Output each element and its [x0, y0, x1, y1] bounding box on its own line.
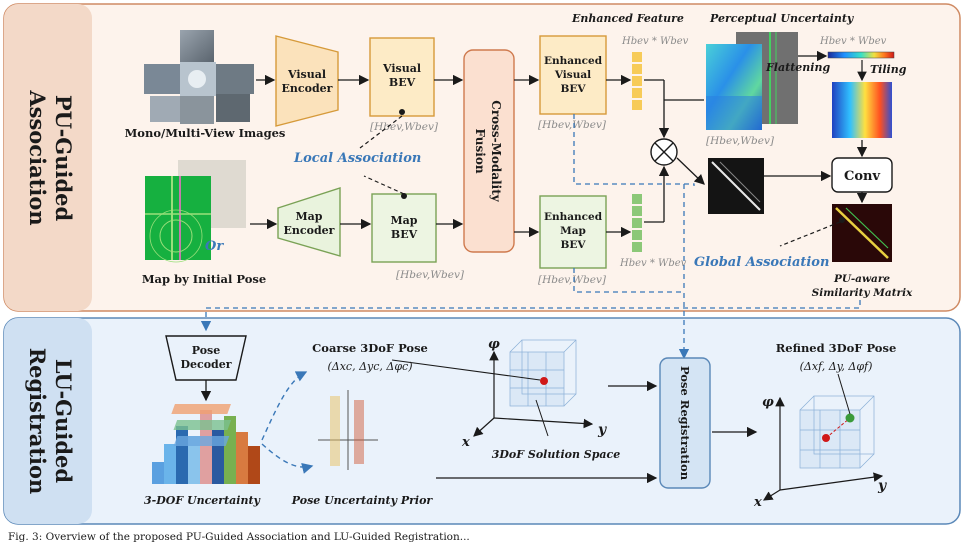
visual-encoder-label-1: Visual [287, 68, 326, 81]
solution-space-label: 3DoF Solution Space [492, 448, 621, 461]
initial-map [145, 160, 246, 263]
pose-decoder-block [165, 335, 247, 381]
map-encoder-label-1: Map [296, 210, 323, 223]
tiling-label: Tiling [870, 63, 907, 76]
lu-title-line2: Registration [25, 348, 50, 495]
enh-visual-dims: [Hbev,Wbev] [538, 119, 607, 131]
pose-decoder-label-1: Pose [192, 344, 221, 357]
images-label: Mono/Multi-View Images [125, 126, 286, 140]
visual-feature-dims: Hbev * Wbev [621, 36, 689, 47]
conv-label: Conv [844, 169, 880, 184]
enh-map-label-2: Map [560, 225, 586, 237]
or-label: Or [205, 239, 224, 254]
refined-coarse-point [822, 434, 830, 442]
pose-prior-illustration [171, 390, 378, 470]
pose-decoder-label-2: Decoder [180, 358, 231, 371]
enhanced-map-feature-vector [632, 194, 642, 252]
enhanced-map-bev-block [539, 195, 607, 269]
coarse-pose-label: Coarse 3DoF Pose [312, 341, 428, 355]
pu-section-title-band [4, 4, 92, 311]
map-encoder-label-2: Encoder [284, 224, 335, 237]
solution-space-cube [509, 339, 577, 407]
enh-visual-label-2: Visual [554, 69, 591, 81]
tiled-uncertainty-matrix [832, 82, 892, 138]
enhanced-visual-feature-vector [632, 52, 642, 110]
perceptual-uncertainty-label: Perceptual Uncertainty [709, 12, 855, 25]
cross-modality-fusion-block [463, 49, 515, 253]
map-feature-dims: Hbev * Wbev [619, 258, 687, 269]
pose-prior-label: Pose Uncertainty Prior [291, 494, 434, 507]
map-bev-label-1: Map [391, 214, 418, 227]
multi-view-images [144, 30, 254, 124]
solution-axis-phi: φ [488, 337, 500, 352]
solution-axis-y: y [597, 422, 607, 438]
figure-caption: Fig. 3: Overview of the proposed PU-Guid… [8, 531, 470, 543]
global-association-label: Global Association [694, 255, 829, 270]
enh-map-label-3: BEV [560, 239, 586, 251]
pose-registration-label: Pose Registration [678, 366, 692, 481]
enh-map-label-1: Enhanced [544, 211, 603, 223]
map-encoder-block [277, 187, 341, 257]
enh-visual-label-1: Enhanced [544, 55, 603, 67]
visual-encoder-block [275, 35, 339, 127]
uncertainty-3dof-label: 3-DOF Uncertainty [144, 494, 262, 507]
map-bev-label-2: BEV [391, 228, 418, 241]
coarse-pose-point [540, 377, 548, 385]
enh-map-dims: [Hbev,Wbev] [538, 274, 607, 286]
flattened-uncertainty-bar [827, 51, 895, 59]
fusion-label-1: Cross-Modality [489, 100, 503, 202]
map-bev-dims: [Hbev,Wbev] [396, 269, 465, 281]
refined-axis-x: x [753, 495, 762, 510]
uncertainty-dims: [Hbev,Wbev] [706, 135, 775, 147]
refined-axis-phi: φ [762, 395, 774, 410]
lu-title-line1: LU-Guided [51, 359, 76, 484]
similarity-label-1: PU-aware [833, 273, 890, 285]
map-label: Map by Initial Pose [142, 272, 266, 286]
pose-registration-block [659, 357, 711, 489]
solution-axis-x: x [461, 435, 470, 450]
refined-pose-formula: (Δxf, Δy, Δφf) [800, 360, 873, 373]
visual-bev-block [369, 37, 435, 117]
visual-encoder-label-2: Encoder [282, 82, 333, 95]
enhanced-visual-bev-block [539, 35, 607, 115]
visual-bev-dims: [Hbev,Wbev] [370, 121, 439, 133]
fusion-label-2: Fusion [473, 128, 487, 173]
refined-pose-label: Refined 3DoF Pose [776, 341, 897, 355]
refined-axis-y: y [877, 478, 887, 494]
visual-bev-label-2: BEV [389, 76, 416, 89]
lu-section-title-band [4, 318, 92, 524]
visual-bev-label-1: Visual [382, 62, 421, 75]
pu-title-line1: PU-Guided [51, 95, 76, 222]
enhanced-feature-label: Enhanced Feature [571, 12, 684, 25]
flattened-dims: Hbev * Wbev [819, 36, 887, 47]
flattening-label: Flattening [765, 61, 830, 74]
similarity-label-2: Similarity Matrix [812, 287, 913, 299]
refined-pose-point [845, 413, 855, 423]
enh-visual-label-3: BEV [560, 83, 586, 95]
pu-title-line2: Association [25, 89, 50, 225]
local-association-label: Local Association [293, 151, 421, 166]
coarse-pose-formula: (Δxc, Δyc, Δφc) [327, 360, 412, 373]
